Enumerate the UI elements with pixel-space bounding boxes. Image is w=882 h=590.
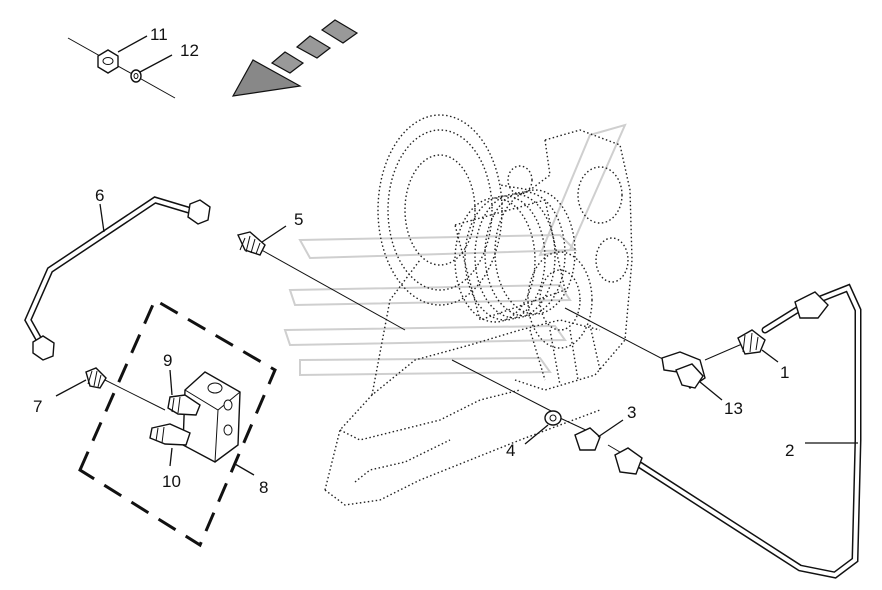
callout-9: 9 xyxy=(163,351,172,370)
callout-8: 8 xyxy=(259,478,268,497)
callout-6: 6 xyxy=(95,186,104,205)
fitting-1 xyxy=(737,329,766,355)
hose-2 xyxy=(614,283,862,579)
winch-gearbox-assembly xyxy=(324,114,633,506)
elbow-fitting-13 xyxy=(661,351,706,389)
callout-3: 3 xyxy=(627,403,636,422)
valve-block-8 xyxy=(78,297,277,548)
pipe-6 xyxy=(24,196,211,361)
callout-13: 13 xyxy=(724,399,743,418)
callout-7: 7 xyxy=(33,397,42,416)
callout-4: 4 xyxy=(506,441,515,460)
callout-12: 12 xyxy=(180,41,199,60)
callout-2: 2 xyxy=(785,441,794,460)
fitting-7 xyxy=(85,367,107,389)
fitting-3 xyxy=(574,427,601,451)
fitting-5 xyxy=(237,231,266,256)
callout-1: 1 xyxy=(780,363,789,382)
callout-10: 10 xyxy=(162,472,181,491)
callout-11: 11 xyxy=(150,25,168,44)
watermark xyxy=(283,123,627,377)
callouts: 1 2 3 4 5 6 7 8 9 10 11 12 13 xyxy=(33,25,858,497)
direction-arrow-icon xyxy=(231,19,359,97)
washer-4 xyxy=(544,410,562,426)
callout-5: 5 xyxy=(294,210,303,229)
nut-and-washer-detail xyxy=(67,37,176,99)
